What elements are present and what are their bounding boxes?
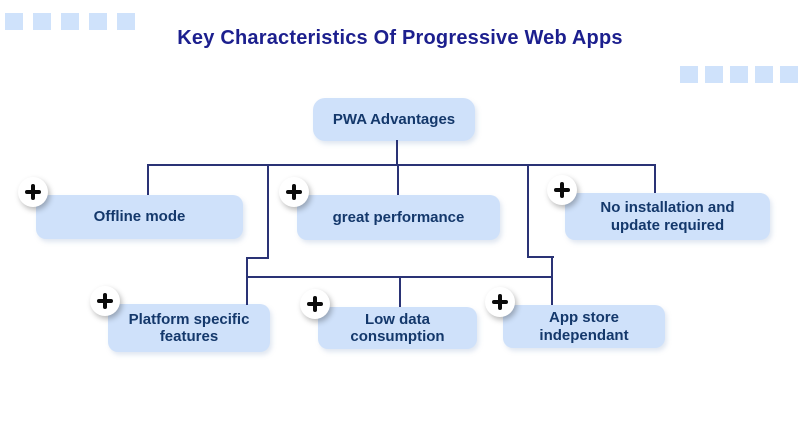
node-great-performance[interactable]: great performance — [279, 177, 500, 240]
node-label: Low data consumption — [350, 310, 445, 345]
node-no-installation[interactable]: No installation and update required — [547, 175, 770, 240]
connector-branch-right-upper — [527, 164, 529, 258]
decor-squares-left — [5, 13, 135, 30]
decor-square — [5, 13, 23, 30]
connector-branch-right-lower — [551, 256, 553, 305]
connector-branch-left-upper — [267, 164, 269, 258]
decor-square — [680, 66, 698, 83]
node-label: great performance — [332, 208, 465, 226]
node-label: No installation and update required — [600, 199, 735, 234]
node-app-store-independant[interactable]: App store independant — [485, 287, 665, 348]
connector-drop-no-installation — [654, 164, 656, 193]
node-offline-mode[interactable]: Offline mode — [18, 177, 243, 239]
plus-icon[interactable] — [485, 287, 515, 317]
plus-icon[interactable] — [90, 286, 120, 316]
page-title: Key Characteristics Of Progressive Web A… — [177, 27, 623, 49]
node-low-data-consumption[interactable]: Low data consumption — [300, 289, 477, 349]
node-label: PWA Advantages — [332, 110, 456, 128]
decor-square — [755, 66, 773, 83]
decor-square — [61, 13, 79, 30]
connector-branch-right-elbow — [527, 256, 554, 258]
decor-square — [89, 13, 107, 30]
node-label: Offline mode — [93, 208, 186, 226]
decor-square — [730, 66, 748, 83]
connector-drop-performance — [397, 164, 399, 195]
plus-icon[interactable] — [547, 175, 577, 205]
plus-icon[interactable] — [279, 177, 309, 207]
connector-level1-bus — [147, 164, 656, 166]
connector-branch-left-elbow — [246, 257, 269, 259]
decor-squares-right — [680, 66, 798, 83]
decor-square — [117, 13, 135, 30]
decor-square — [33, 13, 51, 30]
plus-icon[interactable] — [300, 289, 330, 319]
node-platform-specific-features[interactable]: Platform specific features — [90, 286, 270, 352]
decor-square — [705, 66, 723, 83]
node-label: App store independant — [539, 309, 629, 344]
connector-drop-offline — [147, 164, 149, 195]
plus-icon[interactable] — [18, 177, 48, 207]
connector-branch-left-lower — [246, 257, 248, 305]
decor-square — [780, 66, 798, 83]
node-pwa-advantages[interactable]: PWA Advantages — [313, 98, 475, 141]
connector-root-vertical — [396, 140, 398, 165]
connector-drop-low-data — [399, 276, 401, 307]
node-label: Platform specific features — [128, 310, 250, 345]
